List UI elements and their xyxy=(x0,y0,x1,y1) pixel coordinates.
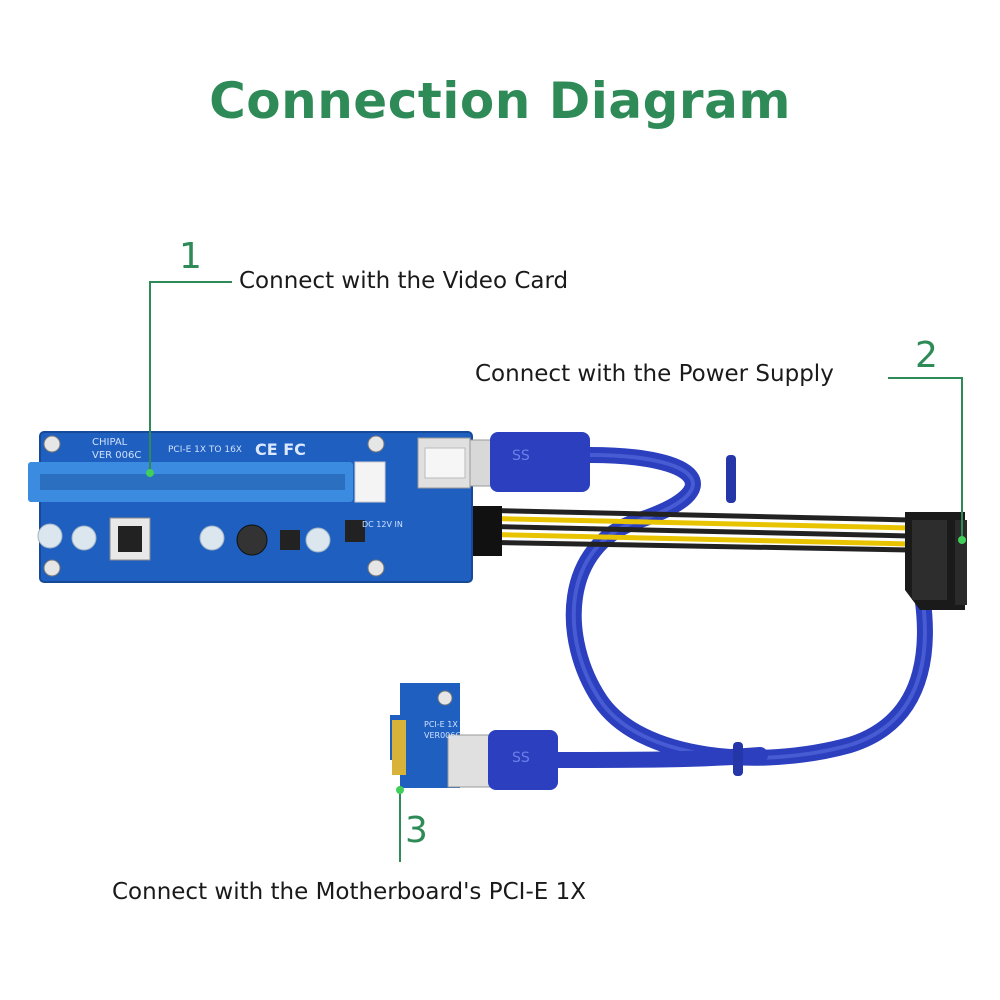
page-title: Connection Diagram xyxy=(209,72,791,130)
cable-tie xyxy=(726,455,736,503)
usb-plug-riser xyxy=(469,432,590,492)
usb-logo: SS xyxy=(512,448,530,464)
callout-text-1: Connect with the Video Card xyxy=(239,268,569,294)
callout-number-2: 2 xyxy=(915,335,938,376)
usb-logo-lower: SS xyxy=(512,750,530,766)
board-certs: CE FC xyxy=(255,440,306,459)
callout-number-3: 3 xyxy=(405,810,428,851)
usb-cable-lower xyxy=(547,747,768,768)
callout-text-3: Connect with the Motherboard's PCI-E 1X xyxy=(112,879,586,905)
callout-line-2 xyxy=(888,377,963,540)
board-brand: CHIPAL xyxy=(92,437,128,448)
callout-text-2: Connect with the Power Supply xyxy=(475,361,834,387)
callout-line-1 xyxy=(149,281,232,473)
riser-board xyxy=(28,431,473,583)
usb-cable xyxy=(565,447,933,766)
small-board-version: VER006C xyxy=(424,731,461,740)
cable-tie-lower xyxy=(733,742,743,776)
usb-plug-small xyxy=(488,730,558,790)
sata-power-connector xyxy=(905,512,967,610)
small-board-model: PCI-E 1X xyxy=(424,720,458,729)
board-power-mark: DC 12V IN xyxy=(362,520,403,529)
board-version: VER 006C xyxy=(92,450,142,461)
pcie-1x-adapter xyxy=(390,683,491,788)
callout-number-1: 1 xyxy=(179,236,202,277)
board-model: PCI-E 1X TO 16X xyxy=(168,445,242,455)
